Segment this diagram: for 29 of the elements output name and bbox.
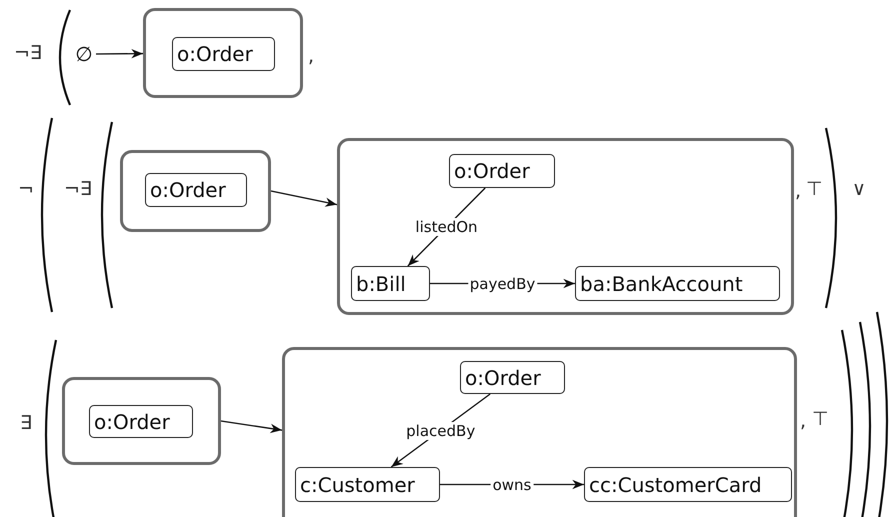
logic-symbol: ⊤ [812,408,829,430]
object-box: o:Order [89,405,193,438]
logic-symbol: ∃ [20,412,32,434]
rounded-box [62,377,221,465]
object-box: ba:BankAccount [575,266,780,301]
logic-symbol: ¬∃ [64,178,92,200]
object-box: cc:CustomerCard [584,467,792,502]
object-box: c:Customer [295,467,440,502]
arrow [270,190,338,207]
object-box: b:Bill [351,266,430,301]
rounded-box [143,8,303,98]
logic-symbol: ⊤ [806,178,823,200]
logic-symbol: ∨ [852,178,866,200]
logic-symbol: , [800,410,806,432]
arrow [96,49,143,58]
logic-symbol: , [308,45,314,67]
logic-symbol: ¬∃ [14,42,42,64]
empty-set-symbol: ∅ [72,36,96,72]
edge-label: payedBy [468,274,538,292]
object-box: o:Order [460,361,565,394]
object-box: o:Order [145,173,247,207]
logic-symbol: , [795,180,802,202]
object-box: o:Order [172,37,275,71]
edge-label: placedBy [404,422,478,440]
rounded-box [120,150,271,232]
arrow [220,420,282,434]
object-box: o:Order [449,154,555,188]
rounded-box [337,138,794,315]
logic-symbol: ¬ [18,178,34,200]
